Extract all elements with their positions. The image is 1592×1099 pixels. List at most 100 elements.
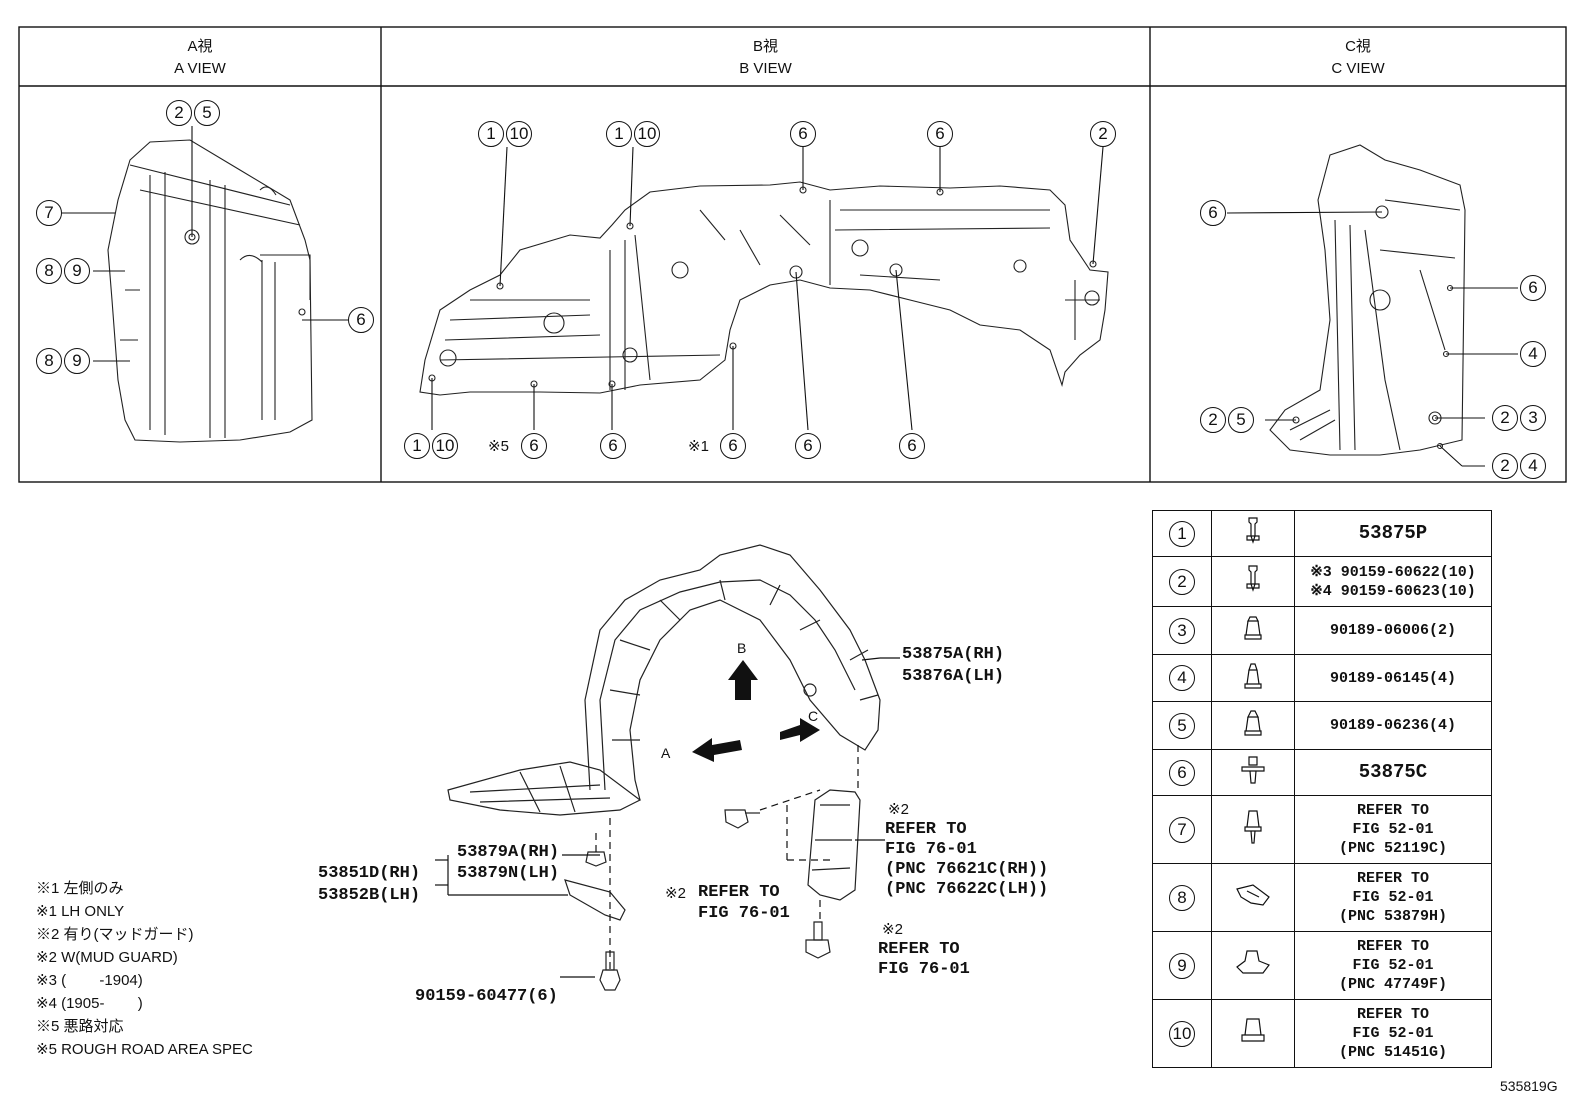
b-view-jp: B視	[752, 38, 778, 55]
refer-b-line2: FIG 76-01	[885, 840, 977, 859]
fastener-num: 4	[1169, 665, 1195, 691]
fastener-desc-line: (PNC 47749F)	[1338, 976, 1448, 993]
fastener-desc-line: 90189-06006(2)	[1329, 622, 1457, 639]
fastener-row: 2 ※3 90159-60622(10)※4 90159-60623(10)	[1152, 556, 1492, 607]
a-view-jp: A視	[187, 38, 213, 55]
c-view-jp: C視	[1345, 38, 1371, 55]
fastener-desc-line: FIG 52-01	[1352, 821, 1434, 838]
b-view-header: B視 B VIEW	[381, 36, 1150, 80]
screw-icon	[1241, 565, 1265, 600]
note-3: ※3 ( -1904)	[36, 972, 143, 989]
c-callout-4-b: 4	[1520, 453, 1546, 479]
b-callout-6-f: 6	[795, 433, 821, 459]
screw-icon	[1241, 517, 1265, 552]
b-callout-6-g: 6	[899, 433, 925, 459]
a-callout-6: 6	[348, 307, 374, 333]
fastener-desc-line: 90189-06236(4)	[1329, 717, 1457, 734]
arrow-c-label: C	[808, 708, 819, 724]
fastener-row: 6 53875C	[1152, 749, 1492, 796]
refer-c-line2: FIG 76-01	[878, 960, 970, 979]
fastener-desc-line: (PNC 53879H)	[1338, 908, 1448, 925]
b-callout-10-b: 10	[634, 121, 660, 147]
fastener-row: 8 REFER TO FIG 52-01 (PNC 53879H)	[1152, 863, 1492, 932]
b-callout-6-c: 6	[521, 433, 547, 459]
note-4: ※4 (1905- )	[36, 995, 143, 1012]
b-note-1-prefix: ※1	[688, 438, 709, 455]
b-callout-6-e: 6	[720, 433, 746, 459]
fastener-desc-line: REFER TO	[1356, 938, 1429, 955]
fastener-desc-line: (PNC 51451G)	[1338, 1044, 1448, 1061]
nut-icon	[1241, 710, 1265, 743]
fastener-table: 1 53875P 2 ※3 90159-60622(10)※4 90159-60…	[1152, 510, 1492, 1068]
c-callout-4-a: 4	[1520, 341, 1546, 367]
c-callout-5: 5	[1228, 407, 1254, 433]
seal-rh-label: 53851D(RH)	[318, 864, 421, 883]
refer-b-prefix: ※2	[888, 801, 909, 818]
fastener-desc-line: (PNC 52119C)	[1338, 840, 1448, 857]
fastener-num: 3	[1169, 617, 1195, 644]
a-callout-8b: 8	[36, 348, 62, 374]
a-view-en: A VIEW	[174, 60, 226, 77]
fastener-row: 1 53875P	[1152, 510, 1492, 557]
a-view-liner-drawing	[107, 139, 313, 443]
c-callout-2-a: 2	[1200, 407, 1226, 433]
fastener-num: 2	[1169, 568, 1195, 595]
b-callout-10-a: 10	[506, 121, 532, 147]
b-view-liner-drawing	[419, 181, 1109, 396]
seal-lh-label: 53852B(LH)	[318, 886, 421, 905]
note-5-en: ※5 ROUGH ROAD AREA SPEC	[36, 1041, 253, 1058]
arrow-b-label: B	[737, 640, 747, 656]
fastener-num: 10	[1169, 1020, 1195, 1047]
c-view-header: C視 C VIEW	[1150, 36, 1566, 80]
refer-b-line4: (PNC 76622C(LH))	[885, 880, 1049, 899]
clip-icon	[1238, 756, 1268, 791]
a-callout-5: 5	[194, 100, 220, 126]
a-view-header: A視 A VIEW	[19, 36, 381, 80]
b-callout-10-c: 10	[432, 433, 458, 459]
fastener-desc-line: REFER TO	[1356, 1006, 1429, 1023]
fastener-num: 5	[1169, 712, 1195, 739]
b-callout-6-d: 6	[600, 433, 626, 459]
note-2-en: ※2 W(MUD GUARD)	[36, 949, 178, 966]
refer-a-line1: REFER TO	[698, 883, 780, 902]
b-callout-6-a: 6	[790, 121, 816, 147]
refer-a-line2: FIG 76-01	[698, 904, 790, 923]
fastener-num: 6	[1169, 759, 1195, 786]
refer-a-prefix: ※2	[665, 885, 686, 902]
fastener-desc-line: ※4 90159-60623(10)	[1310, 582, 1476, 600]
fastener-desc-line: ※3 90159-60622(10)	[1310, 563, 1476, 581]
liner-lh-label: 53876A(LH)	[902, 667, 1005, 686]
b-callout-1-a: 1	[478, 121, 504, 147]
fastener-num: 8	[1169, 884, 1195, 911]
c-view-en: C VIEW	[1331, 60, 1385, 77]
a-callout-9b: 9	[64, 348, 90, 374]
fastener-num: 7	[1169, 816, 1195, 843]
liner-rh-label: 53875A(RH)	[902, 645, 1005, 664]
a-callout-7: 7	[36, 200, 62, 226]
note-1-jp: ※1 左側のみ	[36, 880, 124, 897]
fastener-desc-line: 53875C	[1358, 761, 1428, 783]
b-callout-1-c: 1	[404, 433, 430, 459]
fastener-row: 3 90189-06006(2)	[1152, 606, 1492, 655]
fastener-desc-line: FIG 52-01	[1352, 889, 1434, 906]
refer-b-line3: (PNC 76621C(RH))	[885, 860, 1049, 879]
refer-b-line1: REFER TO	[885, 820, 967, 839]
fastener-row: 4 90189-06145(4)	[1152, 654, 1492, 702]
nut-icon	[1241, 616, 1265, 647]
arrow-a-label: A	[661, 745, 671, 761]
fastener-row: 5 90189-06236(4)	[1152, 701, 1492, 750]
b-note-5-prefix: ※5	[488, 438, 509, 455]
b-callout-1-b: 1	[606, 121, 632, 147]
c-callout-6-a: 6	[1200, 200, 1226, 226]
fastener-desc-line: REFER TO	[1356, 870, 1429, 887]
shield-lh-label: 53879N(LH)	[457, 864, 560, 883]
clip-icon	[1233, 950, 1273, 983]
c-callout-2-c: 2	[1492, 453, 1518, 479]
fastener-desc-line: 53875P	[1358, 522, 1428, 544]
c-callout-3: 3	[1520, 405, 1546, 431]
bolt-label: 90159-60477(6)	[415, 987, 558, 1006]
fastener-num: 1	[1169, 520, 1195, 547]
